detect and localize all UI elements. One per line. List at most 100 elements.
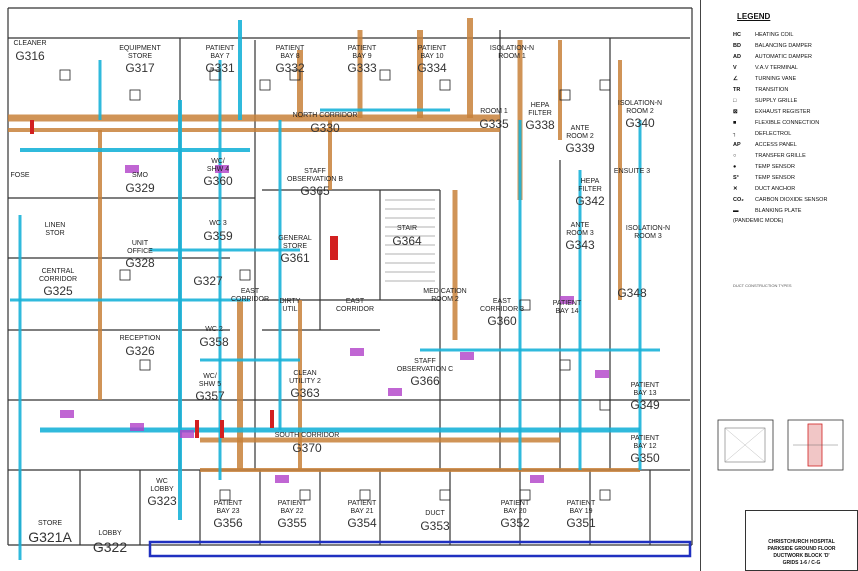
room-code-store-g321a: G321A <box>28 529 72 545</box>
room-name-wc-2: WC 2 <box>205 326 223 333</box>
legend-label: TRANSITION <box>755 87 789 93</box>
legend-item: ∠ TURNING VANE <box>733 74 796 84</box>
room-name-central-corridor: CENTRAL CORRIDOR <box>38 268 78 283</box>
room-name-equipment-store: EQUIPMENT STORE <box>119 45 161 60</box>
legend-label: EXHAUST REGISTER <box>755 109 811 115</box>
blanking-plate <box>330 236 338 260</box>
supply-grille <box>219 489 231 501</box>
legend-symbol: ○ <box>733 153 737 159</box>
room-code-hepa-filter-342: G342 <box>575 194 605 208</box>
legend-symbol: BD <box>733 43 741 49</box>
room-name-cleaner: CLEANER <box>13 40 47 47</box>
external-wall <box>148 540 692 558</box>
room-code-g348: G348 <box>617 286 647 300</box>
legend-symbol: HC <box>733 32 741 38</box>
room-code-smo: G329 <box>125 181 155 195</box>
title-floor: PARKSIDE GROUND FLOOR <box>767 546 836 552</box>
legend-label: SUPPLY GRILLE <box>755 98 798 104</box>
legend-label: TEMP SENSOR <box>755 175 795 181</box>
vav-terminal <box>60 410 74 418</box>
room-code-north-corridor: G330 <box>310 121 340 135</box>
legend-label: TURNING VANE <box>755 76 797 82</box>
supply-grille <box>209 69 221 81</box>
detail-drawings <box>717 419 844 471</box>
room-name-patient-bay-9: PATIENT BAY 9 <box>347 45 377 60</box>
legend-label: V.A.V TERMINAL <box>755 65 798 71</box>
room-name-wc-lobby: WC LOBBY <box>150 478 174 493</box>
room-name-patient-bay-20: PATIENT BAY 20 <box>500 500 530 515</box>
legend-symbol: ● <box>733 164 737 170</box>
legend-item: ┐DEFLECTROL <box>733 129 791 139</box>
vav-terminal <box>275 475 289 483</box>
blanking-plate <box>195 420 199 438</box>
room-code-wc-shw-4: G360 <box>203 174 233 188</box>
supply-grille <box>519 489 531 501</box>
title-grids: GRIDS 1-6 / C-G <box>782 560 821 566</box>
vav-terminal <box>180 430 194 438</box>
room-name-isolation-n-room-2: ISOLATION-N ROOM 2 <box>617 100 663 115</box>
room-code-reception: G326 <box>125 344 155 358</box>
room-name-hepa-filter-342: HEPA FILTER <box>578 178 602 193</box>
room-name-patient-bay-19: PATIENT BAY 19 <box>566 500 596 515</box>
vav-terminal <box>125 165 139 173</box>
legend-label: BALANCING DAMPER <box>755 43 812 49</box>
room-name-wc-shw-4: WC/ SHW 4 <box>206 158 230 173</box>
supply-grille <box>439 489 451 501</box>
legend-label: TEMP SENSOR <box>755 164 795 170</box>
title-block: CHRISTCHURCH HOSPITAL PARKSIDE GROUND FL… <box>745 510 858 571</box>
legend-symbol: TR <box>733 87 741 93</box>
legend-item: □ SUPPLY GRILLE <box>733 96 797 106</box>
supply-grille <box>359 489 371 501</box>
supply-grille <box>299 489 311 501</box>
room-name-staff-observation-b: STAFF OBSERVATION B <box>286 168 344 183</box>
room-name-isolation-n-room-1: ISOLATION-N ROOM 1 <box>489 45 535 60</box>
legend-label: HEATING COIL <box>755 32 794 38</box>
room-name-ensuite-3: ENSUITE 3 <box>613 168 651 175</box>
room-code-patient-bay-12: G350 <box>630 451 660 465</box>
legend-label: TRANSFER GRILLE <box>755 153 806 159</box>
room-code-patient-bay-19: G351 <box>566 516 596 530</box>
legend-item: ▬BLANKING PLATE (PANDEMIC MODE) <box>733 206 801 224</box>
legend-symbol: □ <box>733 98 737 104</box>
vav-terminal <box>388 388 402 396</box>
blanking-plate <box>270 410 274 428</box>
legend-item: BD BALANCING DAMPER <box>733 41 812 51</box>
room-name-patient-bay-12: PATIENT BAY 12 <box>630 435 660 450</box>
supply-grille <box>129 89 141 101</box>
room-name-east-corridor-2: EAST CORRIDOR <box>335 298 375 313</box>
room-name-fose: FOSE <box>10 172 30 179</box>
legend-label: BLANKING PLATE (PANDEMIC MODE) <box>733 208 802 224</box>
legend-label: ACCESS PANEL <box>755 142 797 148</box>
room-code-duct: G353 <box>420 519 450 533</box>
room-name-store-g321a: STORE <box>38 520 62 527</box>
legend-label: CARBON DIOXIDE SENSOR <box>755 197 828 203</box>
supply-grille <box>599 489 611 501</box>
room-code-patient-bay-13: G349 <box>630 398 660 412</box>
room-name-wc-3: WC 3 <box>209 220 227 227</box>
room-name-north-corridor: NORTH CORRIDOR <box>292 112 358 119</box>
blanking-plate <box>220 420 224 438</box>
room-code-clean-utility-2: G363 <box>290 386 320 400</box>
room-code-patient-bay-21: G354 <box>347 516 377 530</box>
room-name-south-corridor: SOUTH CORRIDOR <box>274 432 340 439</box>
supply-grille <box>599 399 611 411</box>
legend-symbol: ∠ <box>733 76 738 82</box>
room-name-duct: DUCT <box>425 510 445 517</box>
supply-grille <box>259 79 271 91</box>
room-code-isolation-n-room-2: G340 <box>625 116 655 130</box>
room-code-patient-bay-8: G332 <box>275 61 305 75</box>
vav-terminal <box>130 423 144 431</box>
room-name-stair: STAIR <box>396 225 418 232</box>
legend-symbol: ■ <box>733 120 737 126</box>
room-code-wc-lobby: G323 <box>147 494 177 508</box>
room-code-hepa-filter-338: G338 <box>525 118 555 132</box>
legend-symbol: CO₂ <box>733 197 744 203</box>
room-code-lobby: G322 <box>92 539 128 555</box>
room-name-patient-bay-8: PATIENT BAY 8 <box>275 45 305 60</box>
room-name-reception: RECEPTION <box>119 335 161 342</box>
supply-grille <box>379 69 391 81</box>
ductwork-plan-svg <box>7 7 693 560</box>
